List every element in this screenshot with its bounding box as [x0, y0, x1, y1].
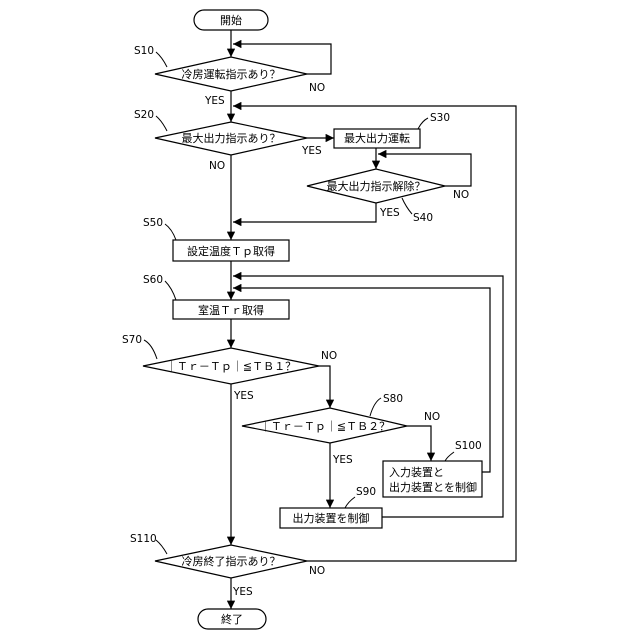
- decision-s20-text: 最大出力指示あり？: [182, 131, 281, 145]
- process-s30-text: 最大出力運転: [344, 131, 410, 145]
- process-s60-text: 室温Ｔｒ取得: [198, 303, 264, 317]
- decision-s10-text: 冷房運転指示あり？: [182, 67, 281, 81]
- label-s40: S40: [413, 212, 433, 224]
- process-s100: 入力装置と 出力装置とを制御: [383, 461, 482, 497]
- branch-s110-no: NO: [309, 565, 325, 577]
- branch-s80-yes: YES: [332, 454, 353, 466]
- process-s30: 最大出力運転: [334, 129, 420, 148]
- process-s50-text: 設定温度Ｔｐ取得: [187, 244, 275, 258]
- label-s30: S30: [430, 112, 450, 124]
- decision-s40: 最大出力指示解除？: [307, 169, 445, 203]
- process-s50: 設定温度Ｔｐ取得: [173, 240, 289, 261]
- branch-s110-yes: YES: [232, 586, 253, 598]
- decision-s70: ｜Ｔｒ－Ｔｐ｜≦ＴＢ１？: [143, 348, 319, 384]
- label-s70: S70: [122, 334, 142, 346]
- end-node: 終了: [198, 609, 266, 629]
- branch-s40-no: NO: [453, 189, 469, 201]
- branch-s10-no: NO: [309, 82, 325, 94]
- branch-s20-no: NO: [209, 160, 225, 172]
- process-s90: 出力装置を制御: [280, 508, 382, 528]
- branch-s80-no: NO: [424, 411, 440, 423]
- label-s10: S10: [134, 45, 154, 57]
- branch-s40-yes: YES: [379, 207, 400, 219]
- process-s100-line1: 入力装置と: [389, 466, 444, 479]
- label-s20: S20: [134, 109, 154, 121]
- decision-s20: 最大出力指示あり？: [155, 122, 307, 155]
- decision-s110: 冷房終了指示あり？: [155, 545, 307, 578]
- branch-s70-yes: YES: [233, 390, 254, 402]
- label-s90: S90: [356, 486, 376, 498]
- branch-s70-no: NO: [321, 350, 337, 362]
- branch-s10-yes: YES: [204, 95, 225, 107]
- edge-s80-no: [407, 426, 431, 461]
- decision-s80-text: ｜Ｔｒ－Ｔｐ｜≦ＴＢ２？: [260, 420, 390, 433]
- decision-s80: ｜Ｔｒ－Ｔｐ｜≦ＴＢ２？: [242, 408, 407, 443]
- edge-s40-yes: [233, 203, 376, 222]
- label-s80: S80: [383, 393, 403, 405]
- edge-s70-no: [319, 366, 330, 408]
- process-s100-line2: 出力装置とを制御: [389, 480, 477, 494]
- label-s110: S110: [130, 533, 157, 545]
- process-s60: 室温Ｔｒ取得: [173, 300, 289, 319]
- start-node: 開始: [194, 10, 268, 30]
- branch-s20-yes: YES: [301, 145, 322, 157]
- decision-s10: 冷房運転指示あり？: [155, 57, 307, 91]
- label-s50: S50: [143, 217, 163, 229]
- decision-s40-text: 最大出力指示解除？: [327, 179, 426, 193]
- start-text: 開始: [220, 13, 242, 27]
- label-s100: S100: [455, 440, 482, 452]
- decision-s70-text: ｜Ｔｒ－Ｔｐ｜≦ＴＢ１？: [166, 360, 296, 373]
- end-text: 終了: [221, 612, 243, 626]
- label-s60: S60: [143, 274, 163, 286]
- decision-s110-text: 冷房終了指示あり？: [182, 554, 281, 568]
- process-s90-text: 出力装置を制御: [293, 511, 370, 525]
